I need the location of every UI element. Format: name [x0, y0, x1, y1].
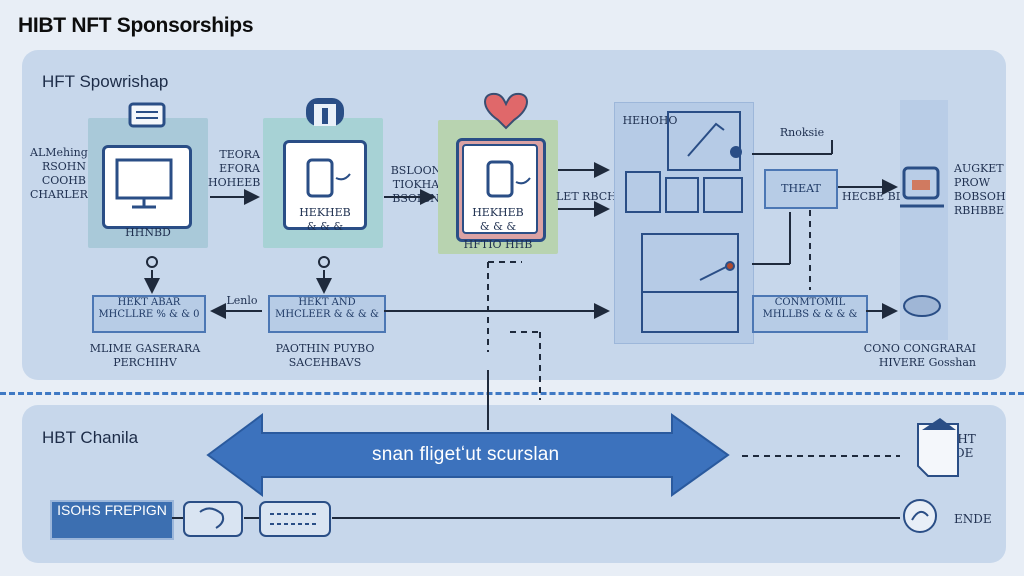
col4-box[interactable]: CONMTOMIL MHLLBS & & & & [752, 295, 868, 333]
wallet-icon [486, 160, 531, 198]
double-arrow-banner[interactable] [206, 413, 730, 497]
col4-right-top: Rnoksie [779, 126, 825, 139]
ticket-icon-1 [183, 501, 243, 537]
col1-side-label: ALMehing RSOHN COOHB CHARLER [30, 146, 88, 201]
col2-box[interactable]: HEKT AND MHCLEER & & & & [268, 295, 386, 333]
col4-top-label: HEHOHO [622, 114, 678, 127]
phone-icon [306, 158, 351, 198]
heart-icon [484, 92, 528, 130]
col1-card-label: HHNBD [125, 226, 171, 239]
col1-caption: MLIME GASERARA PERCHIHV [89, 342, 201, 369]
bottom-left-box[interactable]: ISOHS FREPIGN [50, 500, 174, 540]
window-icon [128, 102, 166, 128]
col3-card-label: HEKHEB & & & [472, 206, 524, 233]
col3-inner-screen [462, 144, 538, 234]
col1-box[interactable]: HEKT ABAR MHCLLRE % & & 0 [92, 295, 206, 333]
laptop-icon [900, 166, 944, 208]
col2-screen [283, 140, 367, 230]
col2-side-label: TEORA EFORA HOHEEB [208, 148, 261, 189]
col5-side-label: AUGKET PROW BOBSOH RBHBBE [954, 162, 1006, 217]
col3-under-label: HFTIO HHB [463, 238, 533, 251]
cloud-icon [903, 295, 941, 317]
bottom-panel [22, 405, 1006, 563]
col4-board[interactable] [614, 102, 754, 344]
top-panel-title: HFT Spowrishap [42, 72, 169, 91]
banner-label: snan fligetʻut scurslan [372, 444, 560, 465]
col2-caption: PAOTHIN PUYBO SACEHBAVS [275, 342, 375, 369]
dashed-separator [0, 392, 1024, 395]
board-sketch [625, 111, 743, 333]
dashed-connectors [487, 210, 900, 457]
info-icon [306, 98, 344, 126]
ticket-icon-2 [259, 501, 331, 537]
page-title: HIBT NFT Sponsorships [18, 14, 254, 37]
col5-caption: CONO CONGRARAI HIVERE Gosshan [863, 342, 976, 369]
monitor-icon [115, 158, 173, 209]
col2-box-side: Lenlo [226, 294, 258, 307]
end-icon [903, 499, 937, 533]
col4-center-box[interactable]: THEAT [764, 169, 838, 209]
flow-arrows [144, 140, 898, 319]
bottom-right-end-label: ENDE [954, 512, 992, 526]
document-icon [917, 418, 959, 477]
bottom-panel-title: HBT Chanila [42, 428, 139, 447]
col2-card-label: HEKHEB & & & [299, 206, 351, 233]
